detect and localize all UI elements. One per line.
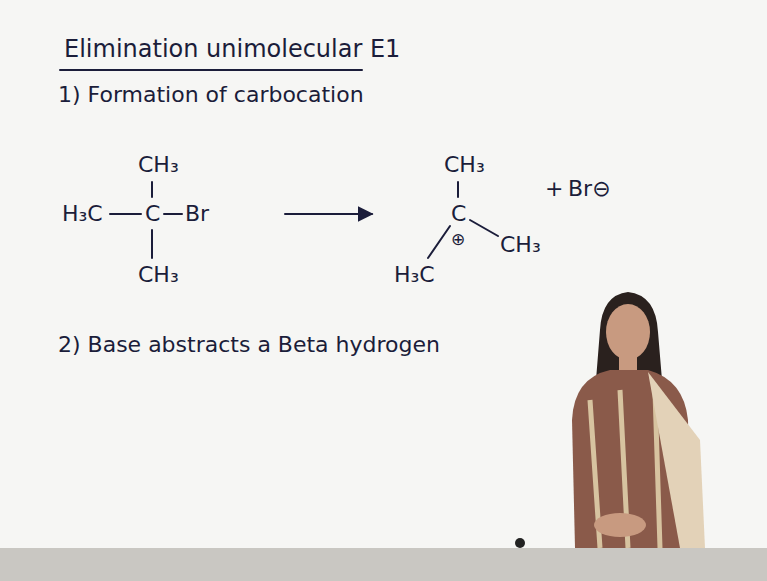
bond <box>164 213 182 215</box>
bond <box>470 220 498 236</box>
chem-group: H₃C <box>62 201 103 227</box>
chem-atom: Br <box>185 201 209 227</box>
reaction-arrow <box>285 213 372 215</box>
chem-group: CH₃ <box>444 152 485 178</box>
lecturer-figure <box>0 292 767 581</box>
chem-group: H₃C <box>394 262 435 288</box>
plus-sign: + <box>545 176 563 202</box>
slide-title: Elimination unimolecular E1 <box>64 36 400 62</box>
chem-atom: C <box>145 201 160 227</box>
bond <box>428 226 450 258</box>
chem-group: CH₃ <box>138 262 179 288</box>
bond <box>457 182 459 197</box>
chem-atom: C <box>451 201 466 227</box>
chem-ion: Br⊖ <box>568 176 611 202</box>
bond <box>151 182 153 197</box>
chem-group: CH₃ <box>500 232 541 258</box>
bond <box>110 213 141 215</box>
step-heading: 1) Formation of carbocation <box>58 82 364 108</box>
bond <box>151 230 153 258</box>
chem-group: CH₃ <box>138 152 179 178</box>
charge-symbol: ⊕ <box>451 226 465 252</box>
title-underline <box>60 69 362 71</box>
step-heading: 2) Base abstracts a Beta hydrogen <box>58 332 440 358</box>
